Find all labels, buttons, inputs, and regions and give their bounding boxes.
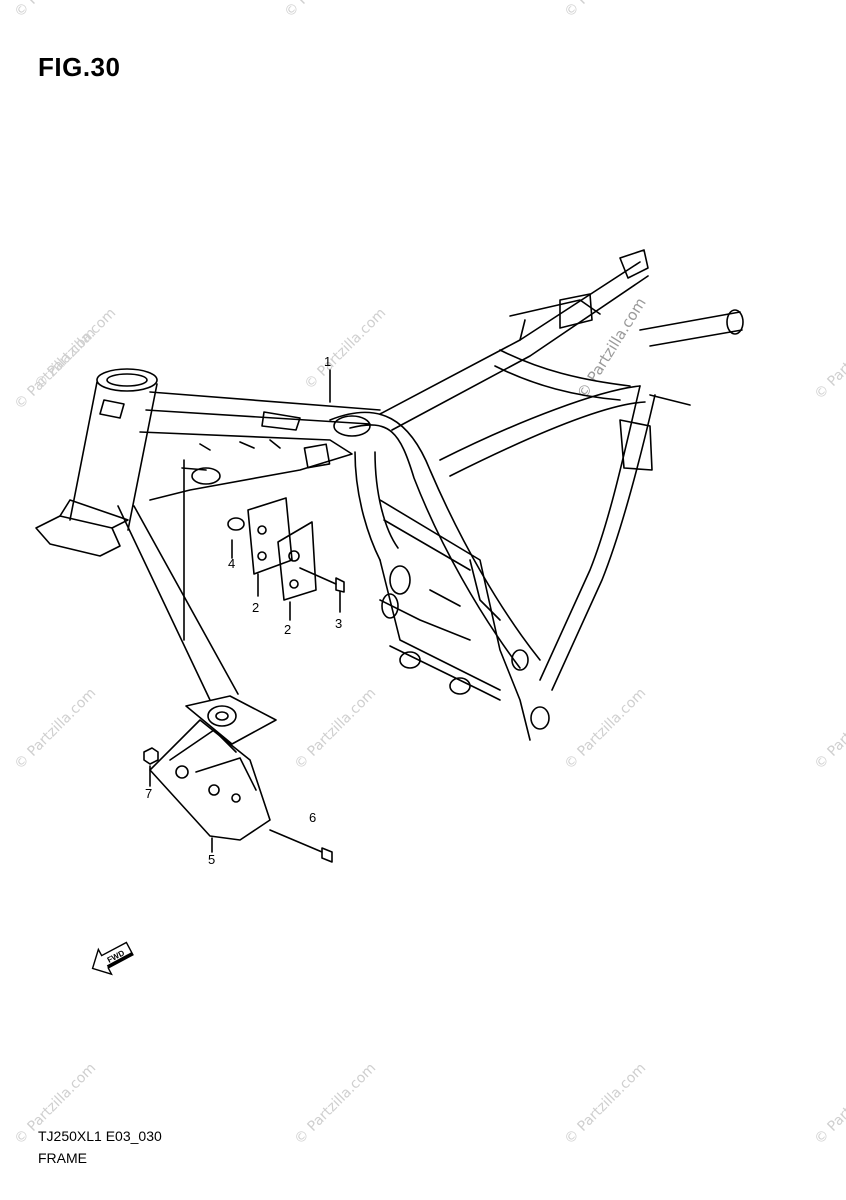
watermark: © Partzilla.com bbox=[12, 0, 100, 21]
section-name: FRAME bbox=[38, 1150, 87, 1166]
callout-2: 2 bbox=[252, 600, 259, 615]
watermark: © Partzilla.com bbox=[302, 305, 390, 393]
callout-4: 4 bbox=[228, 556, 235, 571]
watermark: © Partzilla.com bbox=[12, 685, 100, 773]
watermark: © Partzilla.com bbox=[812, 1060, 846, 1148]
watermark: © Partzilla.com bbox=[282, 0, 370, 21]
watermark-layer: © Partzilla.com © Partzilla.com © Partzi… bbox=[12, 0, 846, 1148]
model-code: TJ250XL1 E03_030 bbox=[38, 1128, 162, 1144]
callout-7: 7 bbox=[145, 786, 152, 801]
forward-arrow-icon: FWD bbox=[91, 941, 134, 976]
watermark: © Partzilla.com bbox=[292, 1060, 380, 1148]
frame-drawing bbox=[35, 249, 744, 863]
watermark: © Partzilla.com bbox=[562, 685, 650, 773]
watermark: © Partzilla.com bbox=[812, 315, 846, 403]
callout-labels: 1 2 2 3 4 5 6 7 bbox=[145, 354, 342, 867]
callout-3: 3 bbox=[335, 616, 342, 631]
watermark: © Partzilla.com bbox=[562, 1060, 650, 1148]
callout-2: 2 bbox=[284, 622, 291, 637]
callout-1: 1 bbox=[324, 354, 331, 369]
watermark: © Partzilla.com bbox=[562, 0, 650, 21]
watermark: © Partzilla.com bbox=[32, 305, 120, 393]
watermark: © Partzilla.com bbox=[292, 685, 380, 773]
figure-title: FIG.30 bbox=[38, 52, 121, 82]
callout-6: 6 bbox=[309, 810, 316, 825]
watermark: © Partzilla.com bbox=[812, 685, 846, 773]
callout-5: 5 bbox=[208, 852, 215, 867]
